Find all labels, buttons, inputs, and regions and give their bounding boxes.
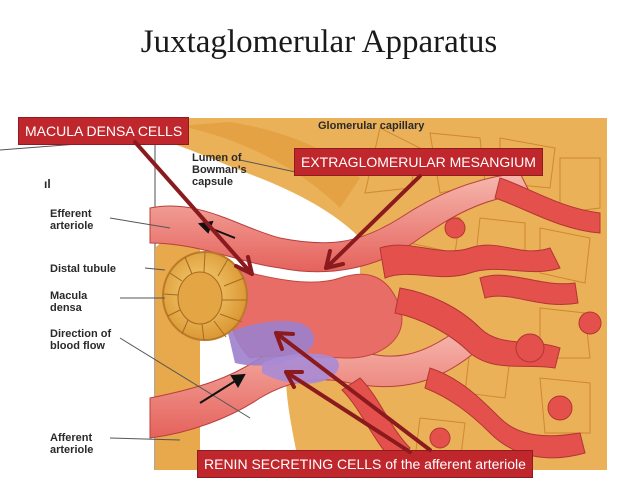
callout-extraglomerular-mesangium: EXTRAGLOMERULAR MESANGIUM — [294, 148, 543, 176]
afferent-arteriole-label-line1: Afferent — [50, 432, 93, 444]
macula-densa-label-line2: densa — [50, 302, 82, 314]
lumen-bowmans-label-line1: Lumen of — [192, 152, 242, 164]
efferent-arteriole-label-line1: Efferent — [50, 208, 92, 220]
afferent-arteriole-label-line2: arteriole — [50, 444, 94, 456]
blood-flow-label-line1: Direction of — [50, 328, 112, 340]
lumen-bowmans-label-line2: Bowman's — [192, 164, 247, 176]
blood-flow-label-line2: blood flow — [50, 340, 105, 352]
efferent-arteriole-label-line2: arteriole — [50, 220, 94, 232]
edge-fragment-label: ıl — [44, 177, 51, 191]
lumen-bowmans-label-line3: capsule — [192, 176, 233, 188]
label-column — [0, 118, 155, 470]
slide-title: Juxtaglomerular Apparatus — [140, 24, 498, 60]
callout-macula-densa: MACULA DENSA CELLS — [18, 117, 190, 145]
distal-tubule-label: Distal tubule — [50, 263, 117, 275]
tubule-lumen — [177, 271, 223, 325]
glomerular-capillary-label: Glomerular capillary — [318, 120, 425, 132]
macula-densa-label-line1: Macula — [50, 290, 88, 302]
callout-renin-cells: RENIN SECRETING CELLS of the afferent ar… — [197, 450, 533, 478]
